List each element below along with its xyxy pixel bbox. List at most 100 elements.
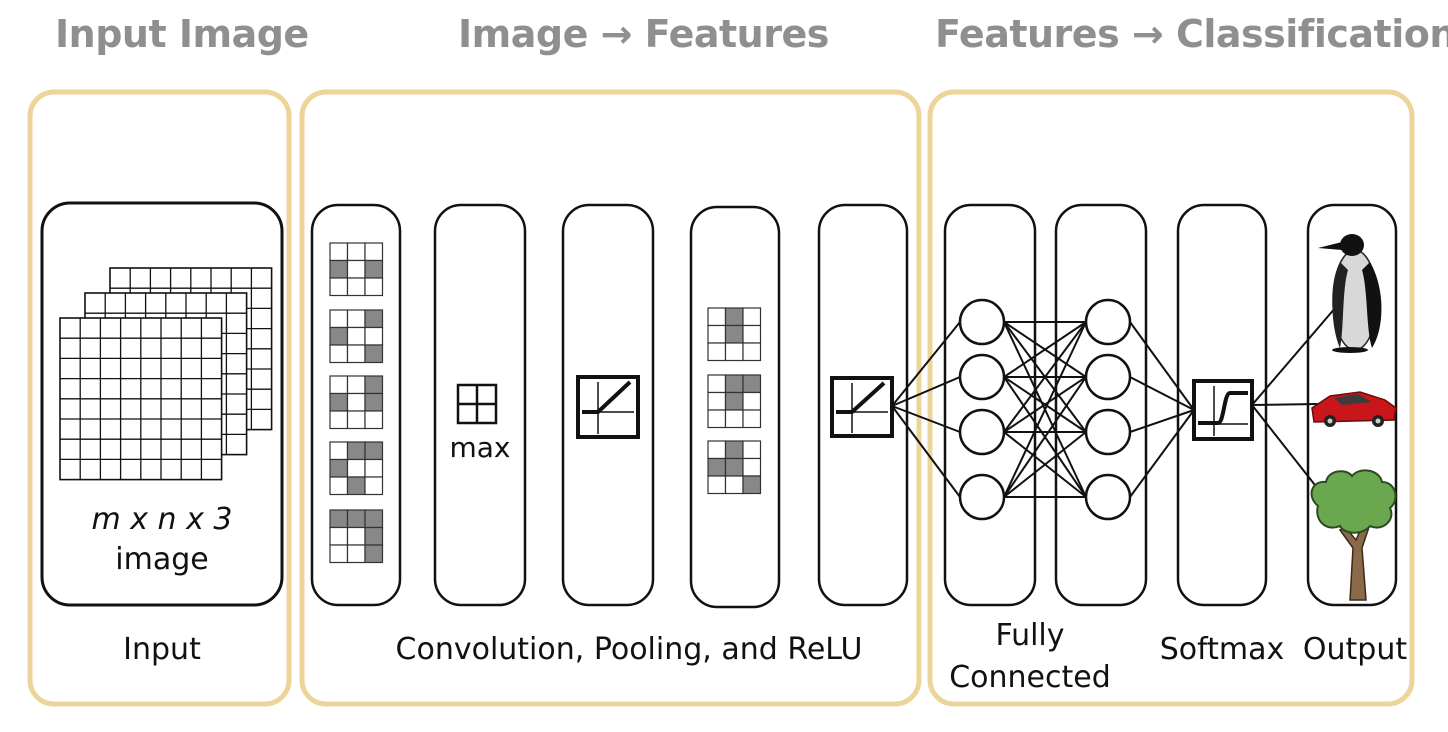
image-dimensions-label: m x n x 3 — [91, 502, 233, 537]
network-connections — [891, 299, 1343, 498]
output-label: Output — [1302, 632, 1408, 667]
section-frame-features — [299, 89, 922, 707]
kernel-cell — [329, 526, 349, 546]
image-channel-grid — [59, 317, 223, 481]
filter-kernel — [707, 440, 762, 495]
kernel-cell — [346, 242, 366, 262]
kernel-cell — [364, 309, 384, 329]
conv-filters-column — [310, 203, 402, 607]
edge — [1129, 376, 1195, 411]
edge — [1129, 409, 1195, 433]
edge — [891, 405, 961, 498]
kernel-cell — [329, 392, 349, 412]
kernel-cell — [724, 457, 744, 477]
kernel-cell — [742, 342, 762, 362]
relu-graph-icon — [576, 375, 640, 439]
neuron — [958, 408, 1006, 456]
fc-layer-2-column — [1054, 203, 1148, 607]
kernel-cell — [346, 344, 366, 364]
kernel-cell — [742, 307, 762, 327]
section-frame-classification — [927, 89, 1415, 707]
kernel-cell — [364, 242, 384, 262]
kernel-cell — [364, 544, 384, 564]
edge — [1003, 321, 1087, 378]
filter-kernel — [329, 375, 384, 430]
edge — [1251, 403, 1319, 406]
neuron — [1084, 408, 1132, 456]
kernel-cell — [346, 309, 366, 329]
sigmoid-graph-icon — [1192, 379, 1254, 441]
max-pool-icon — [456, 383, 498, 425]
kernel-cell — [742, 457, 762, 477]
kernel-cell — [346, 509, 366, 529]
edge — [1003, 376, 1087, 498]
kernel-cell — [707, 457, 727, 477]
relu-column-2 — [817, 203, 909, 607]
fc-layer-1-column — [943, 203, 1037, 607]
filter-kernel — [329, 441, 384, 496]
kernel-cell — [329, 375, 349, 395]
kernel-cell — [742, 475, 762, 495]
filter-kernel — [329, 242, 384, 297]
conv-pool-relu-label: Convolution, Pooling, and ReLU — [395, 632, 863, 667]
red-car-icon — [1311, 391, 1397, 427]
filter-kernel — [329, 509, 384, 564]
kernel-cell — [346, 277, 366, 297]
kernel-cell — [707, 475, 727, 495]
kernel-cell — [724, 409, 744, 429]
kernel-cell — [329, 476, 349, 496]
kernel-cell — [707, 440, 727, 460]
kernel-cell — [364, 476, 384, 496]
kernel-cell — [329, 259, 349, 279]
kernel-cell — [346, 375, 366, 395]
kernel-cell — [364, 375, 384, 395]
kernel-cell — [329, 326, 349, 346]
kernel-cell — [346, 544, 366, 564]
kernel-cell — [364, 410, 384, 430]
kernel-cell — [724, 440, 744, 460]
neuron — [958, 353, 1006, 401]
image-grid-stack — [59, 267, 273, 481]
kernel-cell — [707, 342, 727, 362]
kernel-cell — [707, 391, 727, 411]
edge — [1003, 321, 1087, 498]
edge — [1251, 299, 1343, 406]
kernel-cell — [329, 509, 349, 529]
kernel-cell — [329, 242, 349, 262]
kernel-cell — [742, 324, 762, 344]
kernel-cell — [364, 344, 384, 364]
kernel-cell — [364, 509, 384, 529]
kernel-cell — [364, 458, 384, 478]
edge — [891, 405, 961, 433]
neuron — [1084, 298, 1132, 346]
kernel-cell — [346, 441, 366, 461]
edge — [1003, 376, 1087, 433]
max-label: max — [449, 431, 511, 464]
kernel-cell — [346, 326, 366, 346]
kernel-cell — [724, 475, 744, 495]
kernel-cell — [346, 526, 366, 546]
edge — [1129, 321, 1195, 411]
kernel-cell — [724, 391, 744, 411]
kernel-cell — [707, 324, 727, 344]
kernel-cell — [707, 409, 727, 429]
kernel-cell — [364, 326, 384, 346]
kernel-cell — [364, 259, 384, 279]
section-frame-input — [27, 89, 292, 707]
edge — [1129, 409, 1195, 498]
kernel-cell — [346, 476, 366, 496]
filter-kernel — [329, 309, 384, 364]
header-image-to-features: Image → Features — [458, 12, 829, 56]
kernel-cell — [742, 440, 762, 460]
header-input-image: Input Image — [55, 12, 309, 56]
kernel-cell — [346, 392, 366, 412]
kernel-cell — [329, 458, 349, 478]
edge — [1003, 321, 1087, 433]
kernel-cell — [724, 307, 744, 327]
neuron — [1084, 353, 1132, 401]
neurons — [958, 298, 1132, 521]
kernel-cell — [707, 374, 727, 394]
edge — [1251, 404, 1323, 495]
tree-icon — [1310, 469, 1397, 601]
